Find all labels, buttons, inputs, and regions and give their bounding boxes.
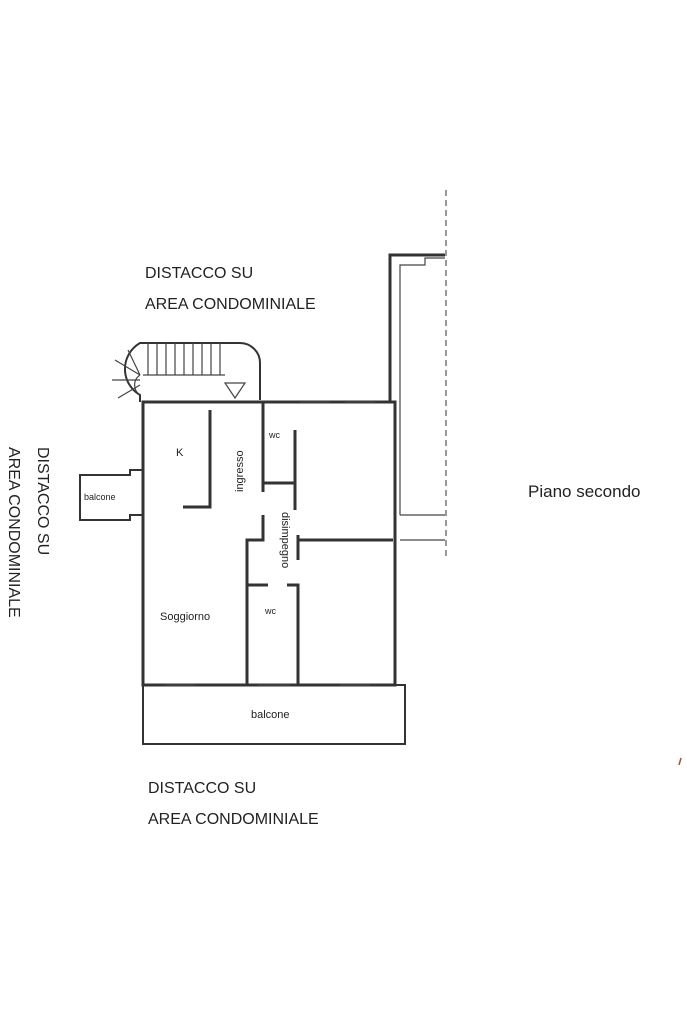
bottom-area-label-line2: AREA CONDOMINIALE xyxy=(148,811,319,828)
left-area-label-line2: AREA CONDOMINIALE xyxy=(5,447,22,618)
top-area-label-line1: DISTACCO SU xyxy=(145,265,253,282)
entrance-arrow-icon xyxy=(223,382,247,400)
room-label-living: Soggiorno xyxy=(160,611,210,623)
room-label-kitchen: K xyxy=(176,447,184,459)
walls xyxy=(79,190,447,745)
staircase xyxy=(112,342,261,402)
stray-mark xyxy=(678,757,682,766)
bottom-area-label-line1: DISTACCO SU xyxy=(148,780,256,797)
floor-label: Piano secondo xyxy=(528,482,640,501)
left-area-label-line1: DISTACCO SU xyxy=(34,447,51,555)
room-label-wc-upper: wc xyxy=(268,430,280,440)
top-area-label-line2: AREA CONDOMINIALE xyxy=(145,296,316,313)
room-label-balcony-side: balcone xyxy=(84,492,116,502)
room-label-hallway: disimpegno xyxy=(279,512,291,568)
room-label-balcony-main: balcone xyxy=(251,709,290,721)
room-label-wc-lower: wc xyxy=(264,606,276,616)
room-label-entrance: ingresso xyxy=(234,450,246,492)
